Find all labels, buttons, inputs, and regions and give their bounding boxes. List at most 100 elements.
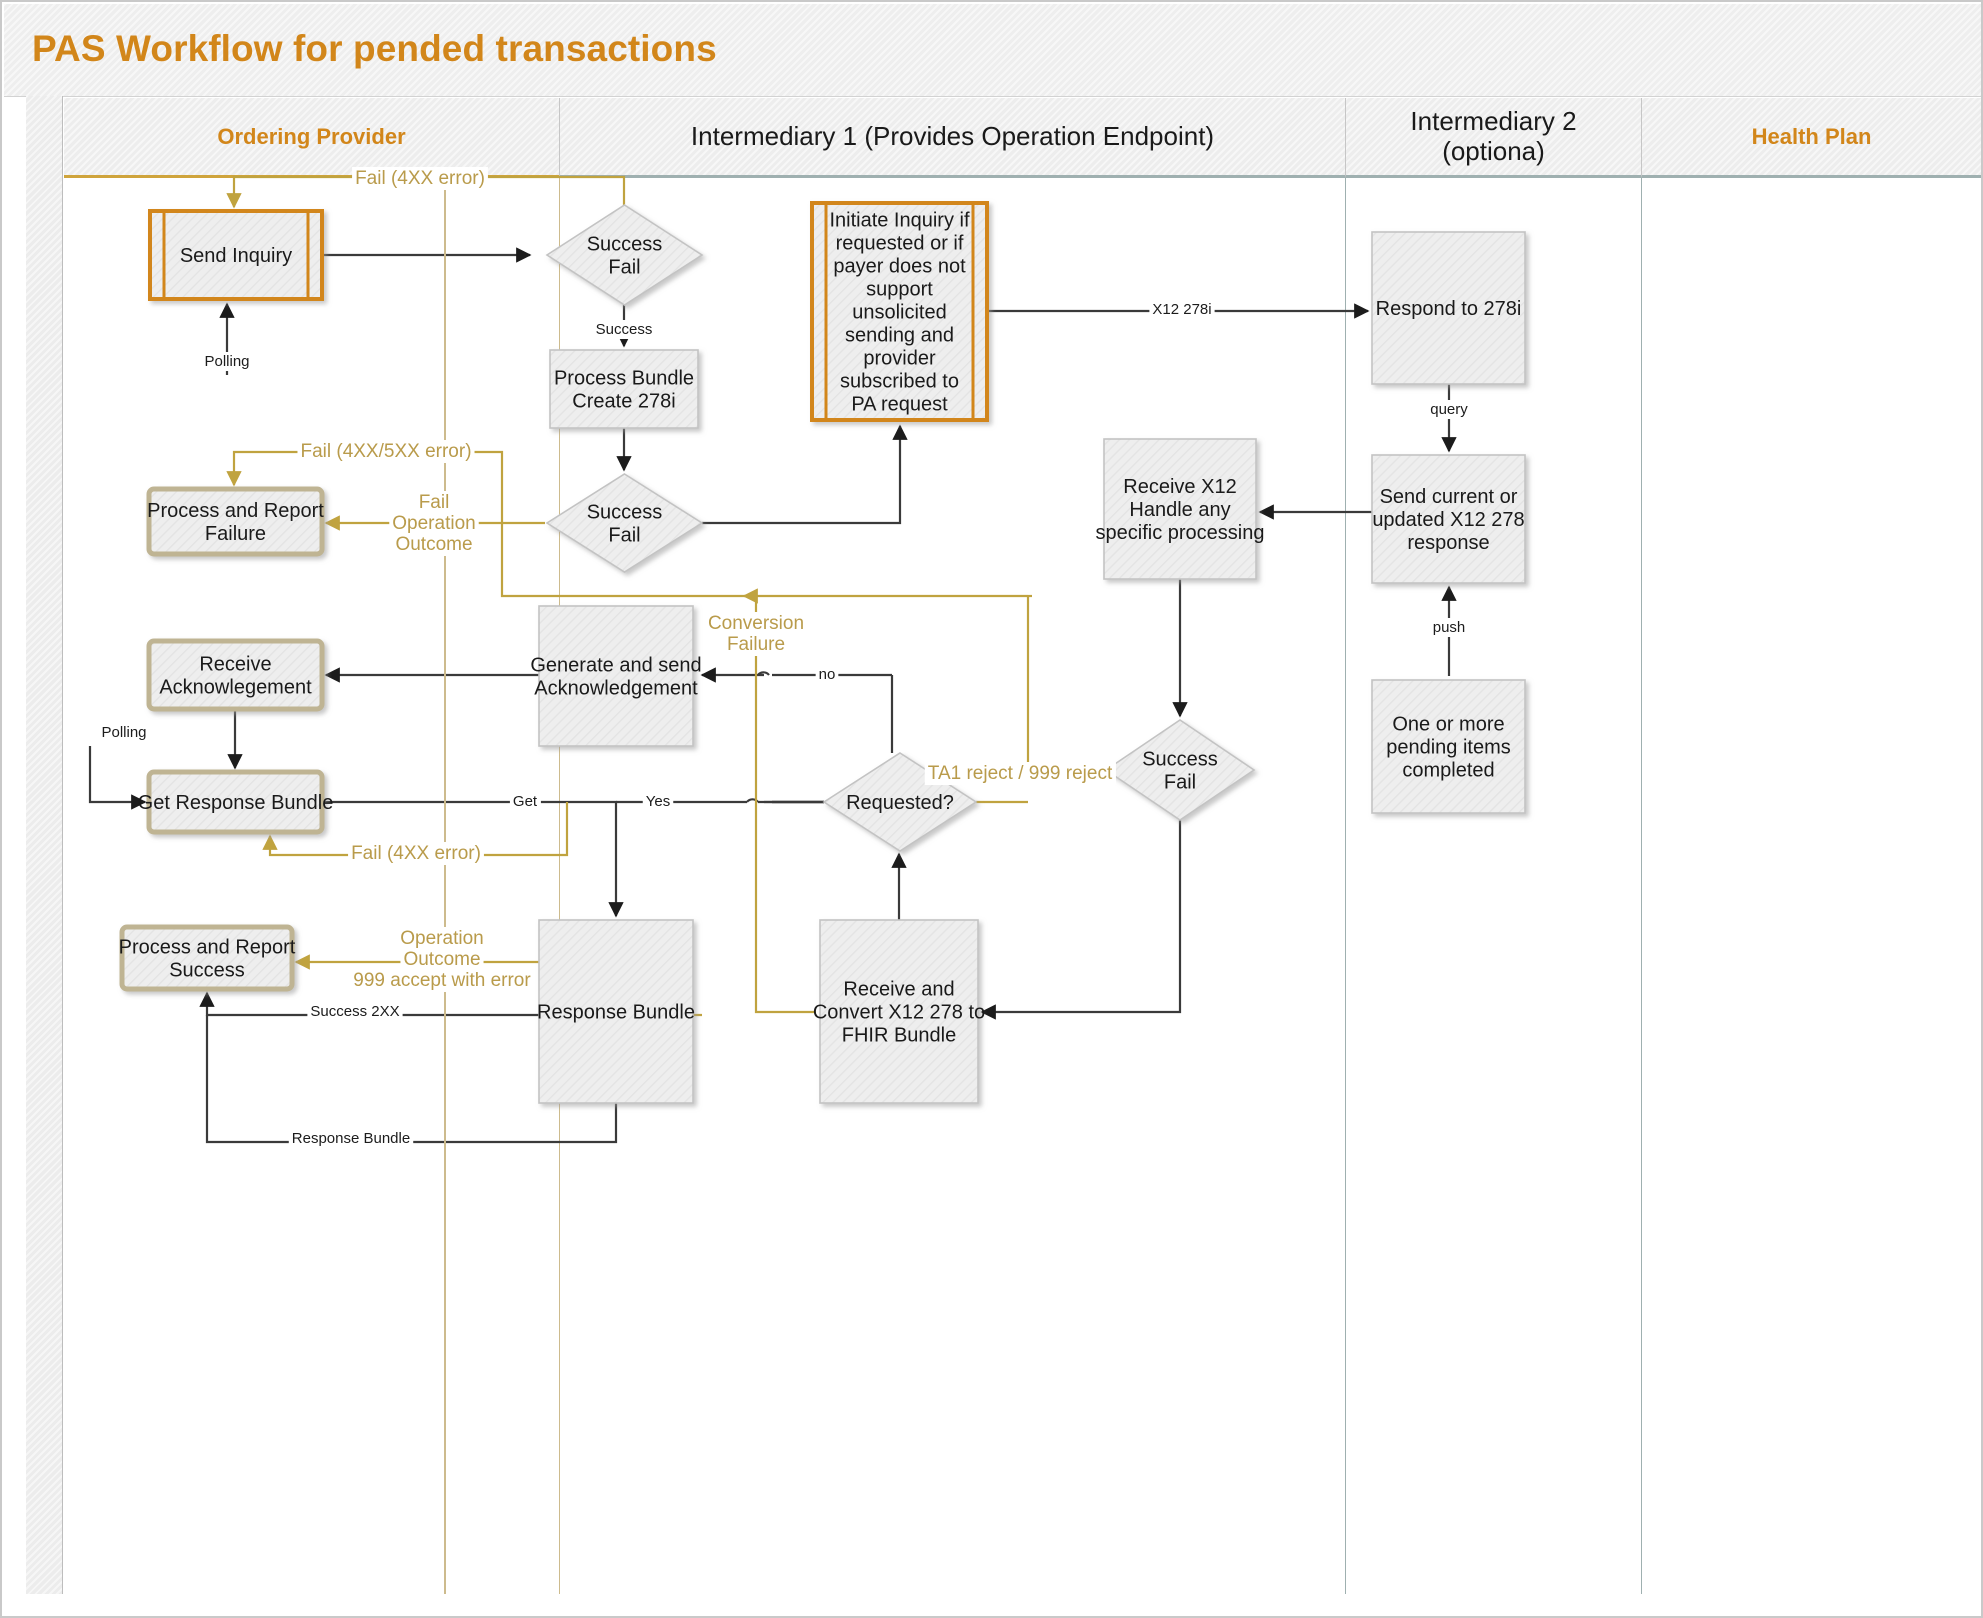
node-label: Process and Report (119, 937, 296, 959)
node-label: Success (1142, 749, 1218, 771)
edge-label-yes: Yes (646, 793, 670, 810)
node-label: Respond to 278i (1376, 298, 1522, 320)
edge-success-fail-3-to-receive-convert (980, 820, 1182, 1020)
edge-label-polling-top: Polling (204, 353, 249, 370)
node-label: FHIR Bundle (842, 1025, 957, 1047)
node-label: Success (169, 960, 245, 982)
node-label: PA request (851, 394, 948, 416)
edge-label-polling-mid: Polling (101, 724, 146, 741)
dark-connector-group (88, 247, 1457, 1144)
lane-header-intermediary-2: Intermediary 2 (optiona) (1346, 98, 1642, 178)
line-jump-no (757, 671, 770, 676)
edge-label-halo (389, 512, 479, 535)
edge-label-halo (723, 633, 789, 656)
node-label: sending and (845, 325, 954, 347)
edge-label-fail-operation-outcome-l3: Outcome (395, 534, 472, 555)
edge-label-halo (592, 320, 656, 339)
node-label: Receive X12 (1123, 476, 1236, 498)
node-label: pending items (1386, 737, 1511, 759)
node-response-bundle[interactable]: Response Bundle (537, 919, 695, 1104)
node-label: Receive and (843, 979, 954, 1001)
node-get-response-bundle[interactable]: Get Response Bundle (138, 769, 334, 835)
node-label: support (866, 279, 933, 301)
edge-label-success-1: Success (596, 321, 653, 338)
edge-label-fail-4xx-bottom: Fail (4XX error) (351, 843, 481, 864)
edge-label-halo (392, 533, 476, 556)
lane-header-intermediary-1: Intermediary 1 (Provides Operation Endpo… (560, 98, 1346, 178)
node-label: Fail (1164, 772, 1196, 794)
node-respond-to-278i[interactable]: Respond to 278i (1371, 231, 1526, 385)
node-label: Handle any (1129, 499, 1230, 521)
node-send-inquiry[interactable]: Send Inquiry (148, 209, 324, 301)
edge-label-halo (1429, 618, 1469, 637)
edge-label-operation-outcome-l3: 999 accept with error (353, 970, 531, 991)
node-label: Generate and send (530, 655, 701, 677)
node-label: Process and Report (147, 500, 324, 522)
edge-label-halo (1427, 400, 1472, 419)
edge-label-halo (509, 792, 541, 811)
node-label: Get Response Bundle (138, 792, 334, 814)
node-label: unsolicited (852, 302, 947, 324)
node-label: subscribed to (840, 371, 959, 393)
node-label: Create 278i (572, 391, 675, 413)
node-label: Receive (199, 654, 271, 676)
edge-label-operation-outcome-l1: Operation (400, 928, 483, 949)
edge-label-fail-operation-outcome-l1: Fail (419, 492, 450, 513)
lane-header-ordering-provider: Ordering Provider (64, 98, 560, 178)
edge-label-x12-278i: X12 278i (1152, 301, 1211, 318)
edge-label-push: push (1433, 619, 1466, 636)
node-label: One or more (1392, 714, 1504, 736)
edge-label-no: no (819, 666, 836, 683)
node-label: Response Bundle (537, 1002, 695, 1024)
edge-label-halo (201, 352, 253, 371)
edge-label-halo (288, 1129, 414, 1148)
node-label: Success (587, 234, 663, 256)
edge-label-get: Get (513, 793, 538, 810)
edge-label-success-2xx: Success 2XX (310, 1003, 399, 1020)
pool-left-rail (26, 96, 63, 1594)
lane-header-label: Ordering Provider (217, 123, 406, 149)
node-label: Acknowledgement (534, 678, 698, 700)
node-label: Send Inquiry (180, 245, 292, 267)
edge-label-halo (704, 612, 808, 635)
node-label: payer does not (833, 256, 966, 278)
edge-polling-to-get-response-bundle (88, 746, 147, 810)
node-label: Process Bundle (554, 368, 694, 390)
node-label: Convert X12 278 to (813, 1002, 985, 1024)
node-label: Requested? (846, 792, 954, 814)
lane-header-label-line1: Intermediary 2 (1410, 105, 1577, 136)
node-label: provider (863, 348, 936, 370)
edge-label-halo (415, 491, 453, 514)
edge-label-halo (815, 665, 839, 684)
lane-header-label: Intermediary 2 (optiona) (1410, 105, 1577, 167)
edge-label-response-bundle-lbl: Response Bundle (292, 1130, 410, 1147)
node-label: Fail (608, 525, 640, 547)
node-label: Send current or (1380, 486, 1518, 508)
edge-label-halo (1149, 300, 1215, 319)
node-label: response (1407, 532, 1489, 554)
edge-label-halo (352, 167, 488, 190)
edge-label-fail-4xx-5xx: Fail (4XX/5XX error) (300, 441, 471, 462)
lane-header-label: Intermediary 1 (Provides Operation Endpo… (690, 120, 1215, 151)
edge-label-halo (98, 723, 150, 742)
edge-conversion-failure-to-receive-convert (754, 792, 816, 1014)
edge-label-fail-operation-outcome-l2: Operation (392, 513, 475, 534)
node-label: completed (1402, 760, 1494, 782)
node-label: requested or if (836, 233, 964, 255)
edge-label-conversion-failure-l2: Failure (727, 634, 785, 655)
